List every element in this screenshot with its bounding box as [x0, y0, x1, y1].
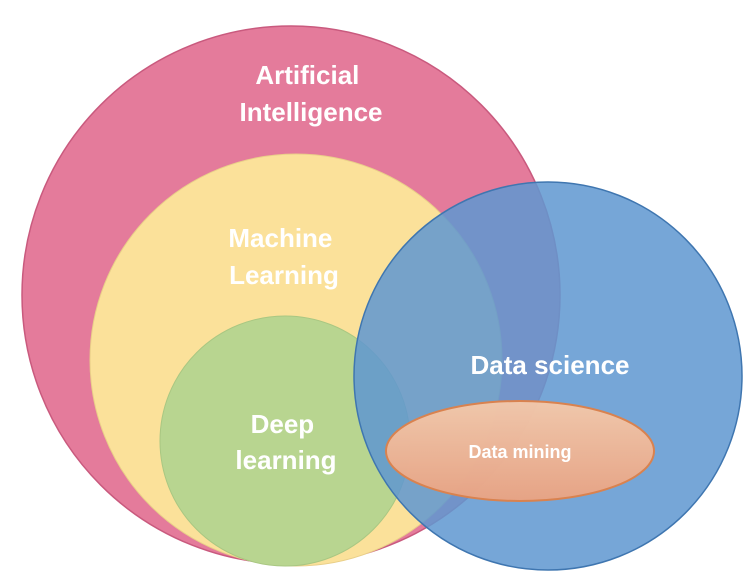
label-machine-learning: Machine Learning	[228, 223, 339, 290]
label-line: Data science	[471, 350, 630, 380]
label-line: Intelligence	[239, 97, 382, 127]
label-data-science: Data science	[471, 350, 630, 380]
label-line: Learning	[229, 260, 339, 290]
data-mining-ellipse	[385, 400, 655, 502]
label-line: Data mining	[468, 442, 571, 462]
label-line: Deep	[251, 409, 315, 439]
label-data-mining: Data mining	[468, 442, 571, 462]
label-line: learning	[235, 445, 336, 475]
label-artificial-intelligence: Artificial Intelligence	[239, 60, 382, 127]
label-deep-learning: Deep learning	[235, 409, 336, 475]
label-line: Machine	[228, 223, 332, 253]
label-line: Artificial	[255, 60, 359, 90]
